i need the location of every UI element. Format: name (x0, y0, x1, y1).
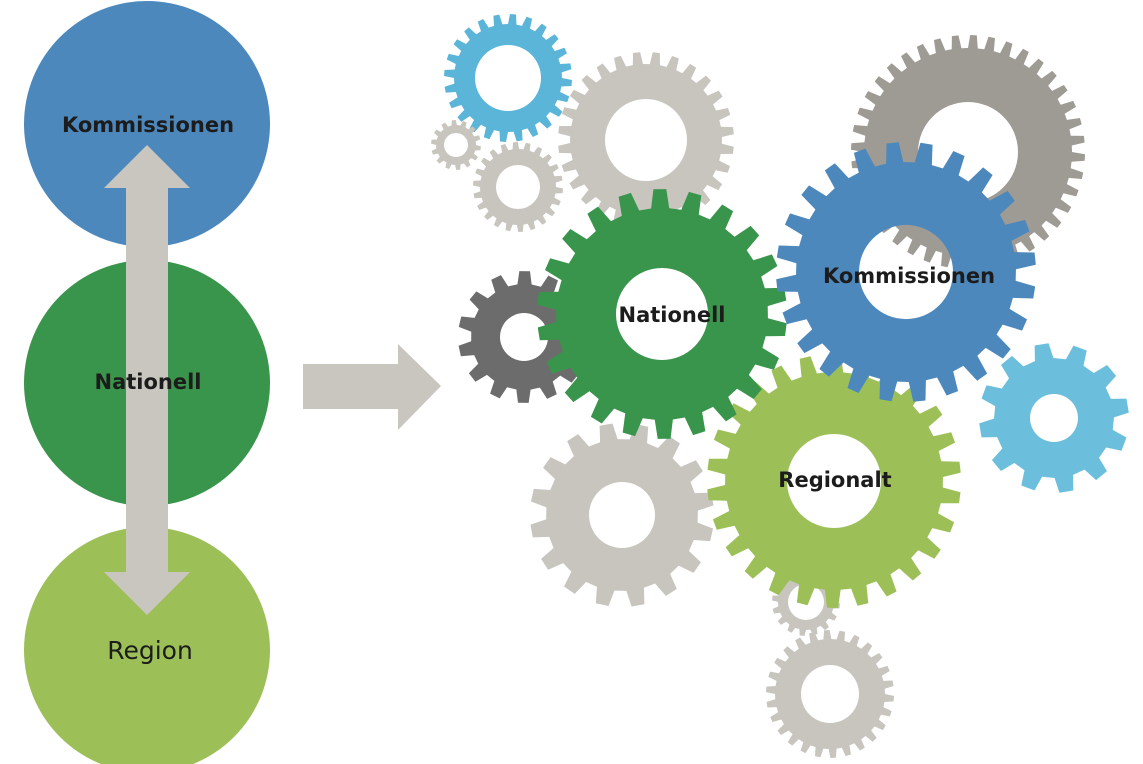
gear-grey-small-icon (473, 142, 563, 232)
gear-grey-top-icon (558, 52, 734, 228)
region-circle (24, 527, 270, 764)
gear-cyan-top-icon (444, 14, 572, 142)
gear-light-blue-icon (979, 343, 1129, 493)
kommissionen-label: Kommissionen (62, 113, 234, 137)
gear-grey-bottom-icon (530, 423, 714, 607)
kommissionen-circle (24, 1, 270, 247)
gear-nationell-icon (537, 189, 787, 439)
gear-grey-tiny-icon (431, 120, 481, 170)
right-arrow (303, 344, 441, 430)
nationell-label: Nationell (95, 370, 202, 394)
gear-kommissionen-icon (776, 142, 1036, 402)
region-label: Region (107, 636, 193, 665)
gear-cluster (431, 14, 1129, 758)
double-headed-vertical-arrow (104, 145, 190, 615)
gear-regionalt-icon (707, 354, 961, 608)
gear-regionalt-label: Regionalt (778, 468, 891, 492)
gear-grey-bottom-small-icon (766, 630, 894, 758)
left-stack: Kommissionen Nationell Region (24, 1, 270, 764)
gear-kommissionen-label: Kommissionen (823, 264, 995, 288)
gear-nationell-label: Nationell (619, 303, 726, 327)
